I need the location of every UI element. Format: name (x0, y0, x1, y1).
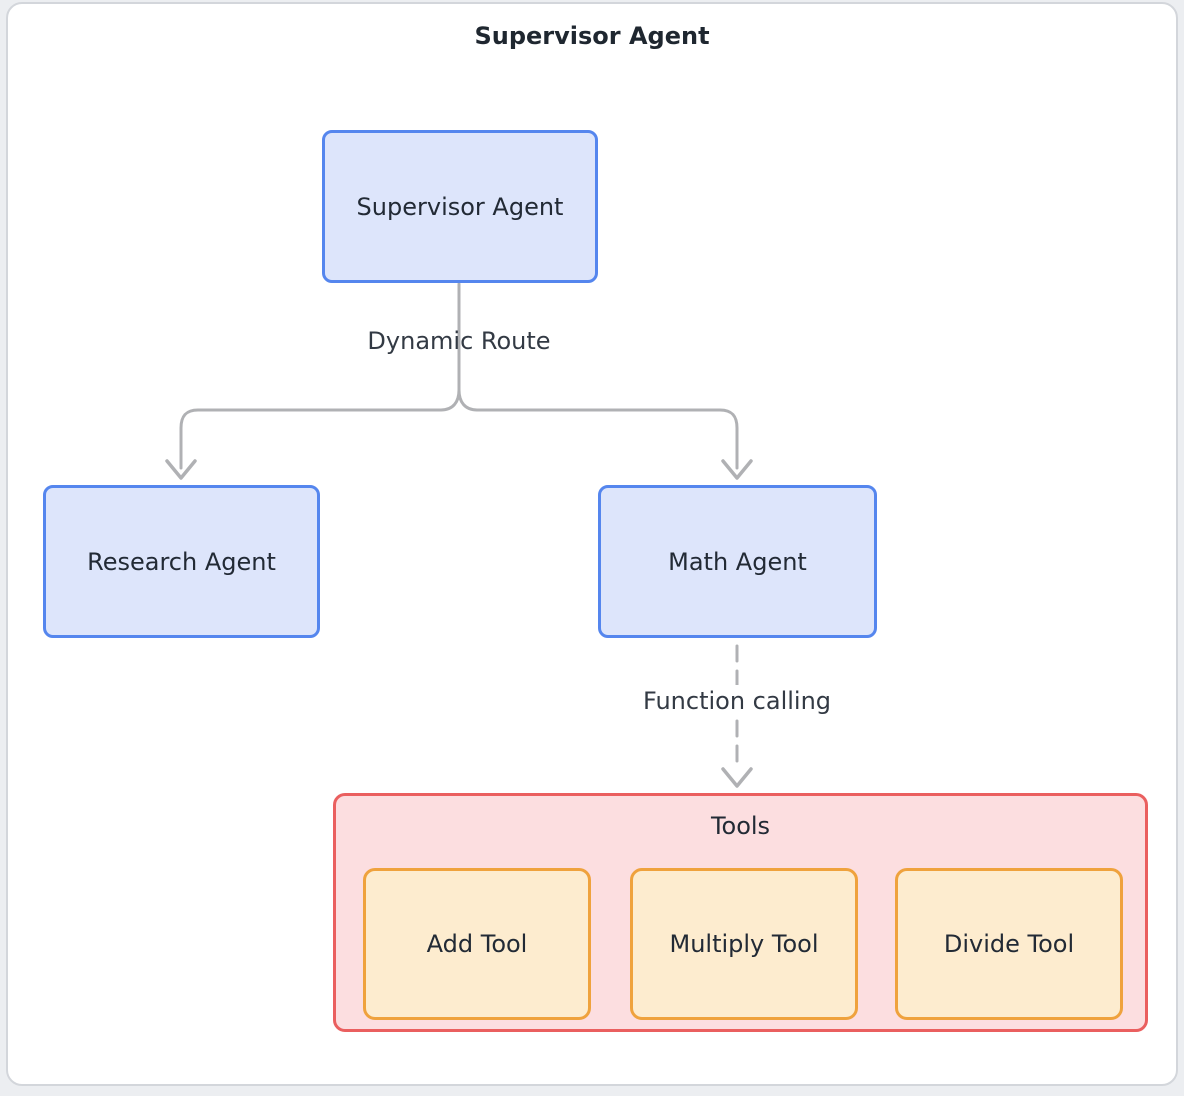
tools-subgraph: Tools Add Tool Multiply Tool Divide Tool (333, 793, 1148, 1032)
tools-subgraph-title: Tools (710, 812, 771, 840)
arrowhead-tools (721, 767, 753, 788)
node-supervisor-agent: Supervisor Agent (322, 130, 598, 283)
node-divide-tool-label: Divide Tool (943, 930, 1075, 958)
node-add-tool-label: Add Tool (426, 930, 528, 958)
node-math-agent-label: Math Agent (668, 547, 807, 576)
edge-label-function-calling: Function calling (630, 685, 844, 717)
node-math-agent: Math Agent (598, 485, 877, 638)
node-multiply-tool: Multiply Tool (630, 868, 858, 1020)
node-research-agent: Research Agent (43, 485, 320, 638)
node-supervisor-agent-label: Supervisor Agent (356, 192, 564, 221)
arrowhead-math (721, 459, 753, 480)
node-divide-tool: Divide Tool (895, 868, 1123, 1020)
edge-supervisor-to-research (179, 388, 461, 470)
node-multiply-tool-label: Multiply Tool (669, 930, 819, 958)
edge-label-dynamic-route: Dynamic Route (367, 327, 551, 355)
edge-supervisor-to-math (457, 388, 739, 470)
arrowhead-research (165, 459, 197, 480)
node-add-tool: Add Tool (363, 868, 591, 1020)
node-research-agent-label: Research Agent (87, 547, 276, 576)
diagram-title: Supervisor Agent (474, 22, 710, 50)
